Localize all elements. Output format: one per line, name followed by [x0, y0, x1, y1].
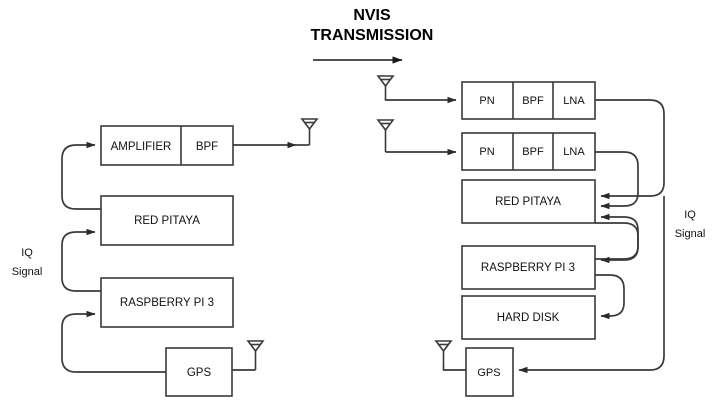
tx-red-pitaya-box [100, 195, 234, 246]
iq-signal-left-line-1: IQ [21, 247, 33, 259]
title-line-2: TRANSMISSION [311, 27, 434, 44]
rx-red-pitaya-label: RED PITAYA [495, 196, 561, 208]
wire-return-to-gps [518, 196, 665, 374]
title-line-1: NVIS [353, 7, 391, 24]
rx-lna-1-label: LNA [563, 95, 585, 107]
wire-raspberry-pi-to-red-pitaya [61, 228, 101, 292]
rx-gps-antenna-icon [434, 340, 453, 366]
wire-chain-2-to-red-pitaya [595, 151, 639, 210]
tx-amplifier-label: AMPLIFIER [111, 141, 172, 153]
wire-red-pitaya-to-amplifier [61, 141, 101, 210]
wire-antenna-1-to-pn [384, 96, 457, 104]
rx-gps-box [465, 347, 514, 397]
tx-raspberry-pi-label: RASPBERRY PI 3 [120, 297, 214, 309]
rx-antenna-2-icon [376, 119, 395, 152]
rx-chain-1-box [461, 81, 596, 120]
iq-signal-right-line-2: Signal [675, 228, 706, 240]
tx-red-pitaya-label: RED PITAYA [134, 215, 200, 227]
rx-hard-disk-box [461, 295, 596, 340]
rx-gps-label: GPS [477, 367, 500, 379]
rx-lna-2-label: LNA [563, 146, 585, 158]
iq-signal-right-line-1: IQ [684, 209, 696, 221]
tx-raspberry-pi-box [100, 277, 234, 328]
rx-pn-2-label: PN [479, 146, 494, 158]
rx-bpf-1-label: BPF [522, 95, 544, 107]
rx-antenna-1-icon [376, 75, 395, 98]
rx-pn-1-label: PN [479, 95, 494, 107]
tx-bpf-label: BPF [196, 141, 218, 153]
tx-gps-label: GPS [187, 367, 212, 379]
iq-signal-left-line-2: Signal [12, 266, 43, 278]
rx-red-pitaya-box [461, 179, 596, 224]
rx-chain-2-box [461, 132, 596, 171]
wire-gps-to-raspberry-pi [61, 310, 166, 373]
rx-hard-disk-label: HARD DISK [497, 312, 560, 324]
rx-bpf-2-label: BPF [522, 146, 544, 158]
wire-chain-1-to-red-pitaya [595, 99, 665, 200]
tx-gps-antenna-icon [246, 340, 265, 370]
wire-rx-red-pitaya-to-raspberry-pi [595, 222, 639, 264]
rx-raspberry-pi-box [461, 245, 596, 290]
tx-antenna-icon [300, 118, 319, 145]
wire-raspberry-pi-to-hard-disk [595, 274, 625, 320]
wire-rx-gps-antenna-stem [442, 366, 466, 371]
rx-raspberry-pi-label: RASPBERRY PI 3 [481, 262, 575, 274]
